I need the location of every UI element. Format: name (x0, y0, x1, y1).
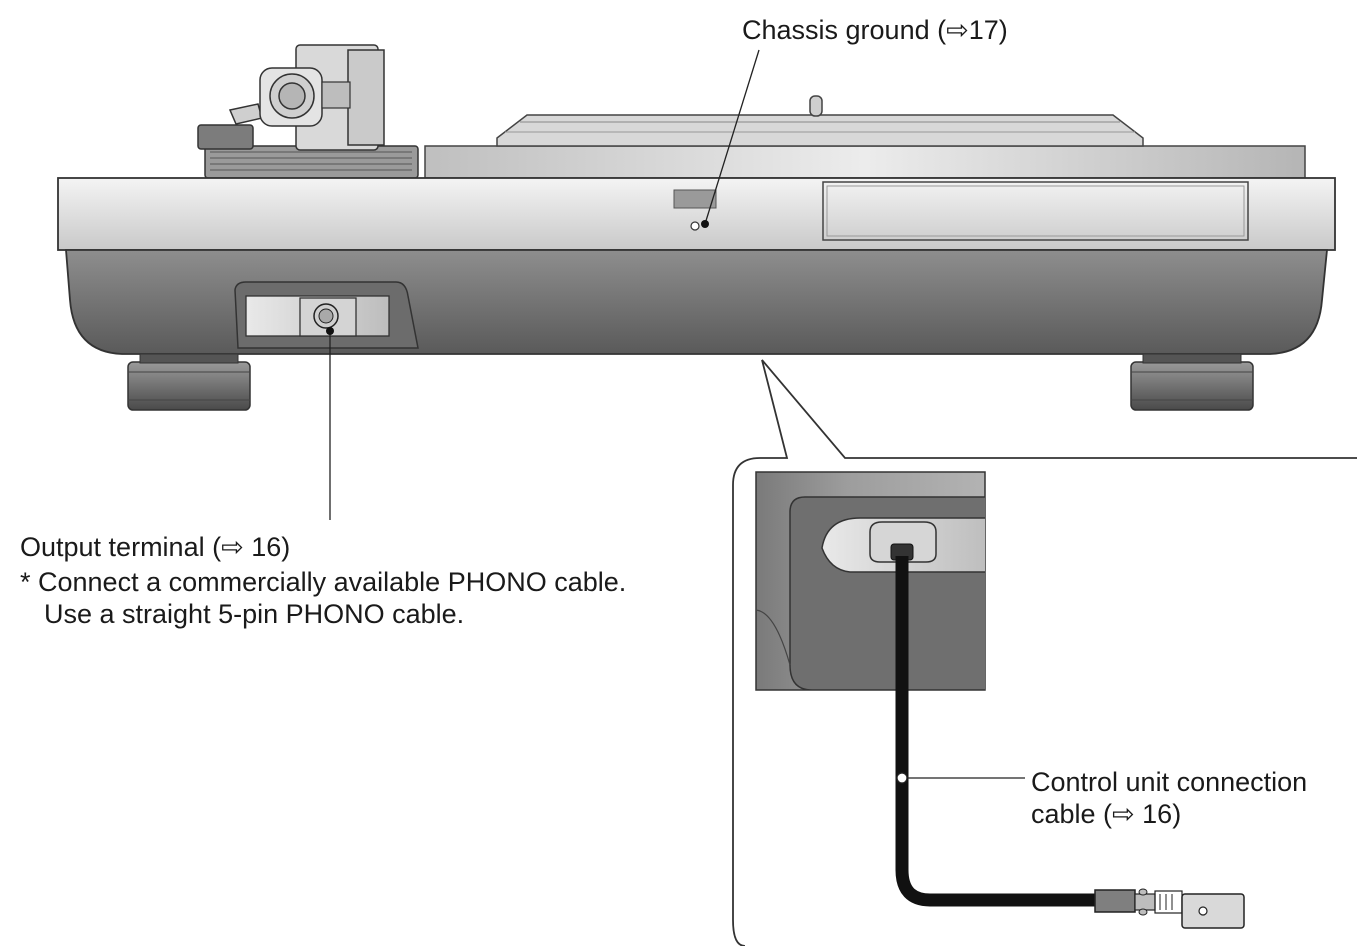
output-note-line-1: * Connect a commercially available PHONO… (20, 567, 627, 597)
chassis-ground-label: Chassis ground (⇨17) (742, 15, 1008, 45)
output-terminal (313, 303, 339, 329)
detail-inset-panel (755, 471, 986, 691)
chassis-ground-terminal (690, 221, 700, 231)
output-note-line-2: Use a straight 5-pin PHONO cable. (44, 599, 465, 629)
tonearm (197, 44, 419, 179)
top-deck (57, 177, 1336, 251)
leader-control-cable (896, 772, 1025, 784)
output-terminal-note: * Connect a commercially available PHONO… (20, 566, 626, 630)
control-unit-connection-cable (895, 556, 1245, 929)
left-foot (127, 353, 251, 411)
right-foot (1130, 353, 1254, 411)
control-cable-line-1: Control unit connection (1031, 767, 1308, 797)
output-terminal-label: Output terminal (⇨ 16) (20, 532, 291, 562)
leader-chassis-ground (701, 49, 760, 228)
platter (424, 114, 1306, 179)
control-cable-line-2: cable (⇨ 16) (1031, 799, 1182, 829)
detail-callout-frame (732, 359, 1357, 946)
leader-output-terminal (326, 327, 334, 520)
control-cable-label: Control unit connection cable (⇨ 16) (1031, 766, 1307, 830)
spindle (809, 95, 823, 117)
